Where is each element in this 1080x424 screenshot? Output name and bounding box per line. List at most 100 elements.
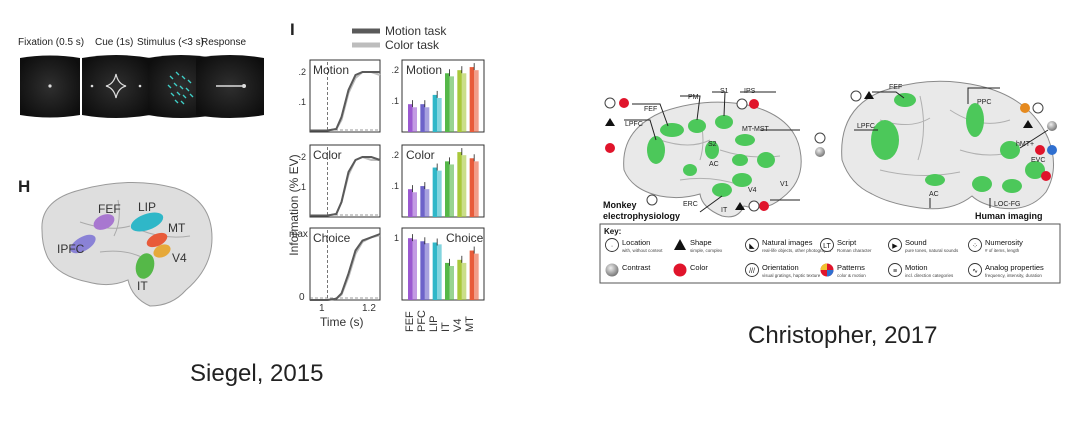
bar-area-label: LIP xyxy=(428,315,440,332)
area-label-lip: LIP xyxy=(138,200,156,214)
key-label: Sound xyxy=(905,238,927,247)
bar-motion-task xyxy=(457,152,462,217)
key-label: Script xyxy=(837,238,857,247)
legend: Motion task Color task xyxy=(352,24,447,52)
key-label: Contrast xyxy=(622,263,651,272)
y-tick-label: .1 xyxy=(298,97,306,107)
response-screen xyxy=(196,55,264,118)
key-glyph-ring xyxy=(605,238,619,252)
key-glyph-mark: ◣ xyxy=(749,243,755,250)
sound-icon: ▶ xyxy=(888,238,902,252)
task-step-label: Response xyxy=(201,37,246,48)
human-area-label: LPFC xyxy=(857,123,875,130)
shape-icon xyxy=(674,239,686,250)
y-tick-label: .2 xyxy=(391,150,399,160)
key-label: Shape xyxy=(690,238,712,247)
bar-motion-task xyxy=(432,167,438,217)
key-glyph-ring xyxy=(745,238,759,252)
monkey-area-label: S2 xyxy=(708,141,717,148)
bar-motion-task xyxy=(445,161,450,217)
bar-color-task xyxy=(412,239,417,300)
legend-label: Motion task xyxy=(385,24,447,38)
key-glyph-mark: ⁘ xyxy=(972,243,978,250)
key-label: Natural images xyxy=(762,238,813,247)
human-area-label: EVC xyxy=(1031,157,1045,164)
bar-color-task xyxy=(474,161,479,217)
bar-color-task xyxy=(474,253,479,300)
bar-motion-task xyxy=(408,238,413,300)
bar-panel-title: Choice xyxy=(446,231,484,245)
key-glyph-mark: ∿ xyxy=(972,268,978,275)
human-area-label: FEF xyxy=(889,84,902,91)
area-label-mt: MT xyxy=(168,221,186,235)
caption-siegel: Siegel, 2015 xyxy=(190,360,324,387)
bar-color-task xyxy=(412,107,417,132)
monkey-area-label: V1 xyxy=(780,181,789,188)
bar-motion-task xyxy=(432,94,438,132)
key-sublabel: # of items, length xyxy=(985,248,1020,253)
monkey-area-label: PM xyxy=(688,94,699,101)
monkey-brain-map: FEF PM S1 IPS LPFC S2 MT-MST AC V4 V1 ER… xyxy=(603,88,826,221)
bar-tick-labels: FEF PFC LIP IT V4 MT xyxy=(404,310,476,332)
bar-area-label: IT xyxy=(440,322,452,332)
script-icon: LT xyxy=(820,238,834,252)
key-glyph-ring xyxy=(888,263,902,277)
contrast-glyph xyxy=(605,263,619,277)
patterns-glyph xyxy=(827,270,834,277)
key-label: Analog properties xyxy=(985,263,1044,272)
bar-motion-task xyxy=(420,104,425,132)
v4-area xyxy=(153,244,171,258)
key-glyph-mark: · xyxy=(611,243,613,250)
area-label-ipfc: IPFC xyxy=(57,242,85,256)
monkey-area-label: ERC xyxy=(683,201,698,208)
key-glyph-mark: LT xyxy=(823,243,831,250)
monkey-brain-lateral: FEF LIP IPFC MT V4 IT xyxy=(41,182,213,307)
motion-icon: ≡ xyxy=(888,263,902,277)
legend-label: Color task xyxy=(385,38,440,52)
area-label-v4: V4 xyxy=(172,251,187,265)
key-title: Key: xyxy=(604,227,621,236)
analog-properties-icon: ∿ xyxy=(968,263,982,277)
bar-panel-title: Color xyxy=(406,148,435,162)
orientation-icon: /// xyxy=(745,263,759,277)
bar-color-task xyxy=(437,98,442,132)
y-tick-label: .1 xyxy=(391,181,399,191)
color-glyph xyxy=(673,263,687,277)
bar-motion-task xyxy=(445,262,450,300)
motion-task-line xyxy=(310,233,381,301)
bar-area-label: FEF xyxy=(404,311,416,332)
panel-letter-h: H xyxy=(18,177,30,196)
key-sublabel: frequency, intensity, duration xyxy=(985,273,1042,278)
key-label: Color xyxy=(690,263,708,272)
timecourse-title: Choice xyxy=(313,231,351,245)
key-sublabel: color & motion xyxy=(837,273,866,278)
key-glyph-ring xyxy=(820,238,834,252)
bar-motion-task xyxy=(469,158,475,217)
contrast-icon xyxy=(605,263,619,277)
bar-color-task xyxy=(424,243,430,300)
bar-color-task xyxy=(461,155,467,217)
bar-color-task xyxy=(461,262,467,300)
monkey-area-label: V4 xyxy=(748,187,757,194)
x-tick-label: 1 xyxy=(319,303,325,314)
human-brain-map: FEF PPC LPFC hMT+ EVC AC LOC-FG xyxy=(841,80,1057,221)
key-sublabel: with, without context xyxy=(622,248,663,253)
bar-motion-task xyxy=(420,241,425,300)
y-tick-label: max xyxy=(289,229,308,240)
task-step-label: Stimulus (<3 s) xyxy=(137,37,204,48)
monkey-area-label: LPFC xyxy=(625,121,643,128)
patterns-glyph xyxy=(820,263,827,270)
bar-color-task xyxy=(474,70,479,132)
timecourse-title: Motion xyxy=(313,63,349,77)
bar-motion-task xyxy=(445,73,450,132)
key-glyph-mark: ▶ xyxy=(892,243,898,250)
monkey-area-label: MT-MST xyxy=(742,126,770,133)
y-tick-label: 0 xyxy=(299,292,305,303)
key-glyph-mark: /// xyxy=(749,268,755,275)
monkey-area-label: AC xyxy=(709,161,719,168)
key-glyph-mark: ≡ xyxy=(893,268,897,275)
